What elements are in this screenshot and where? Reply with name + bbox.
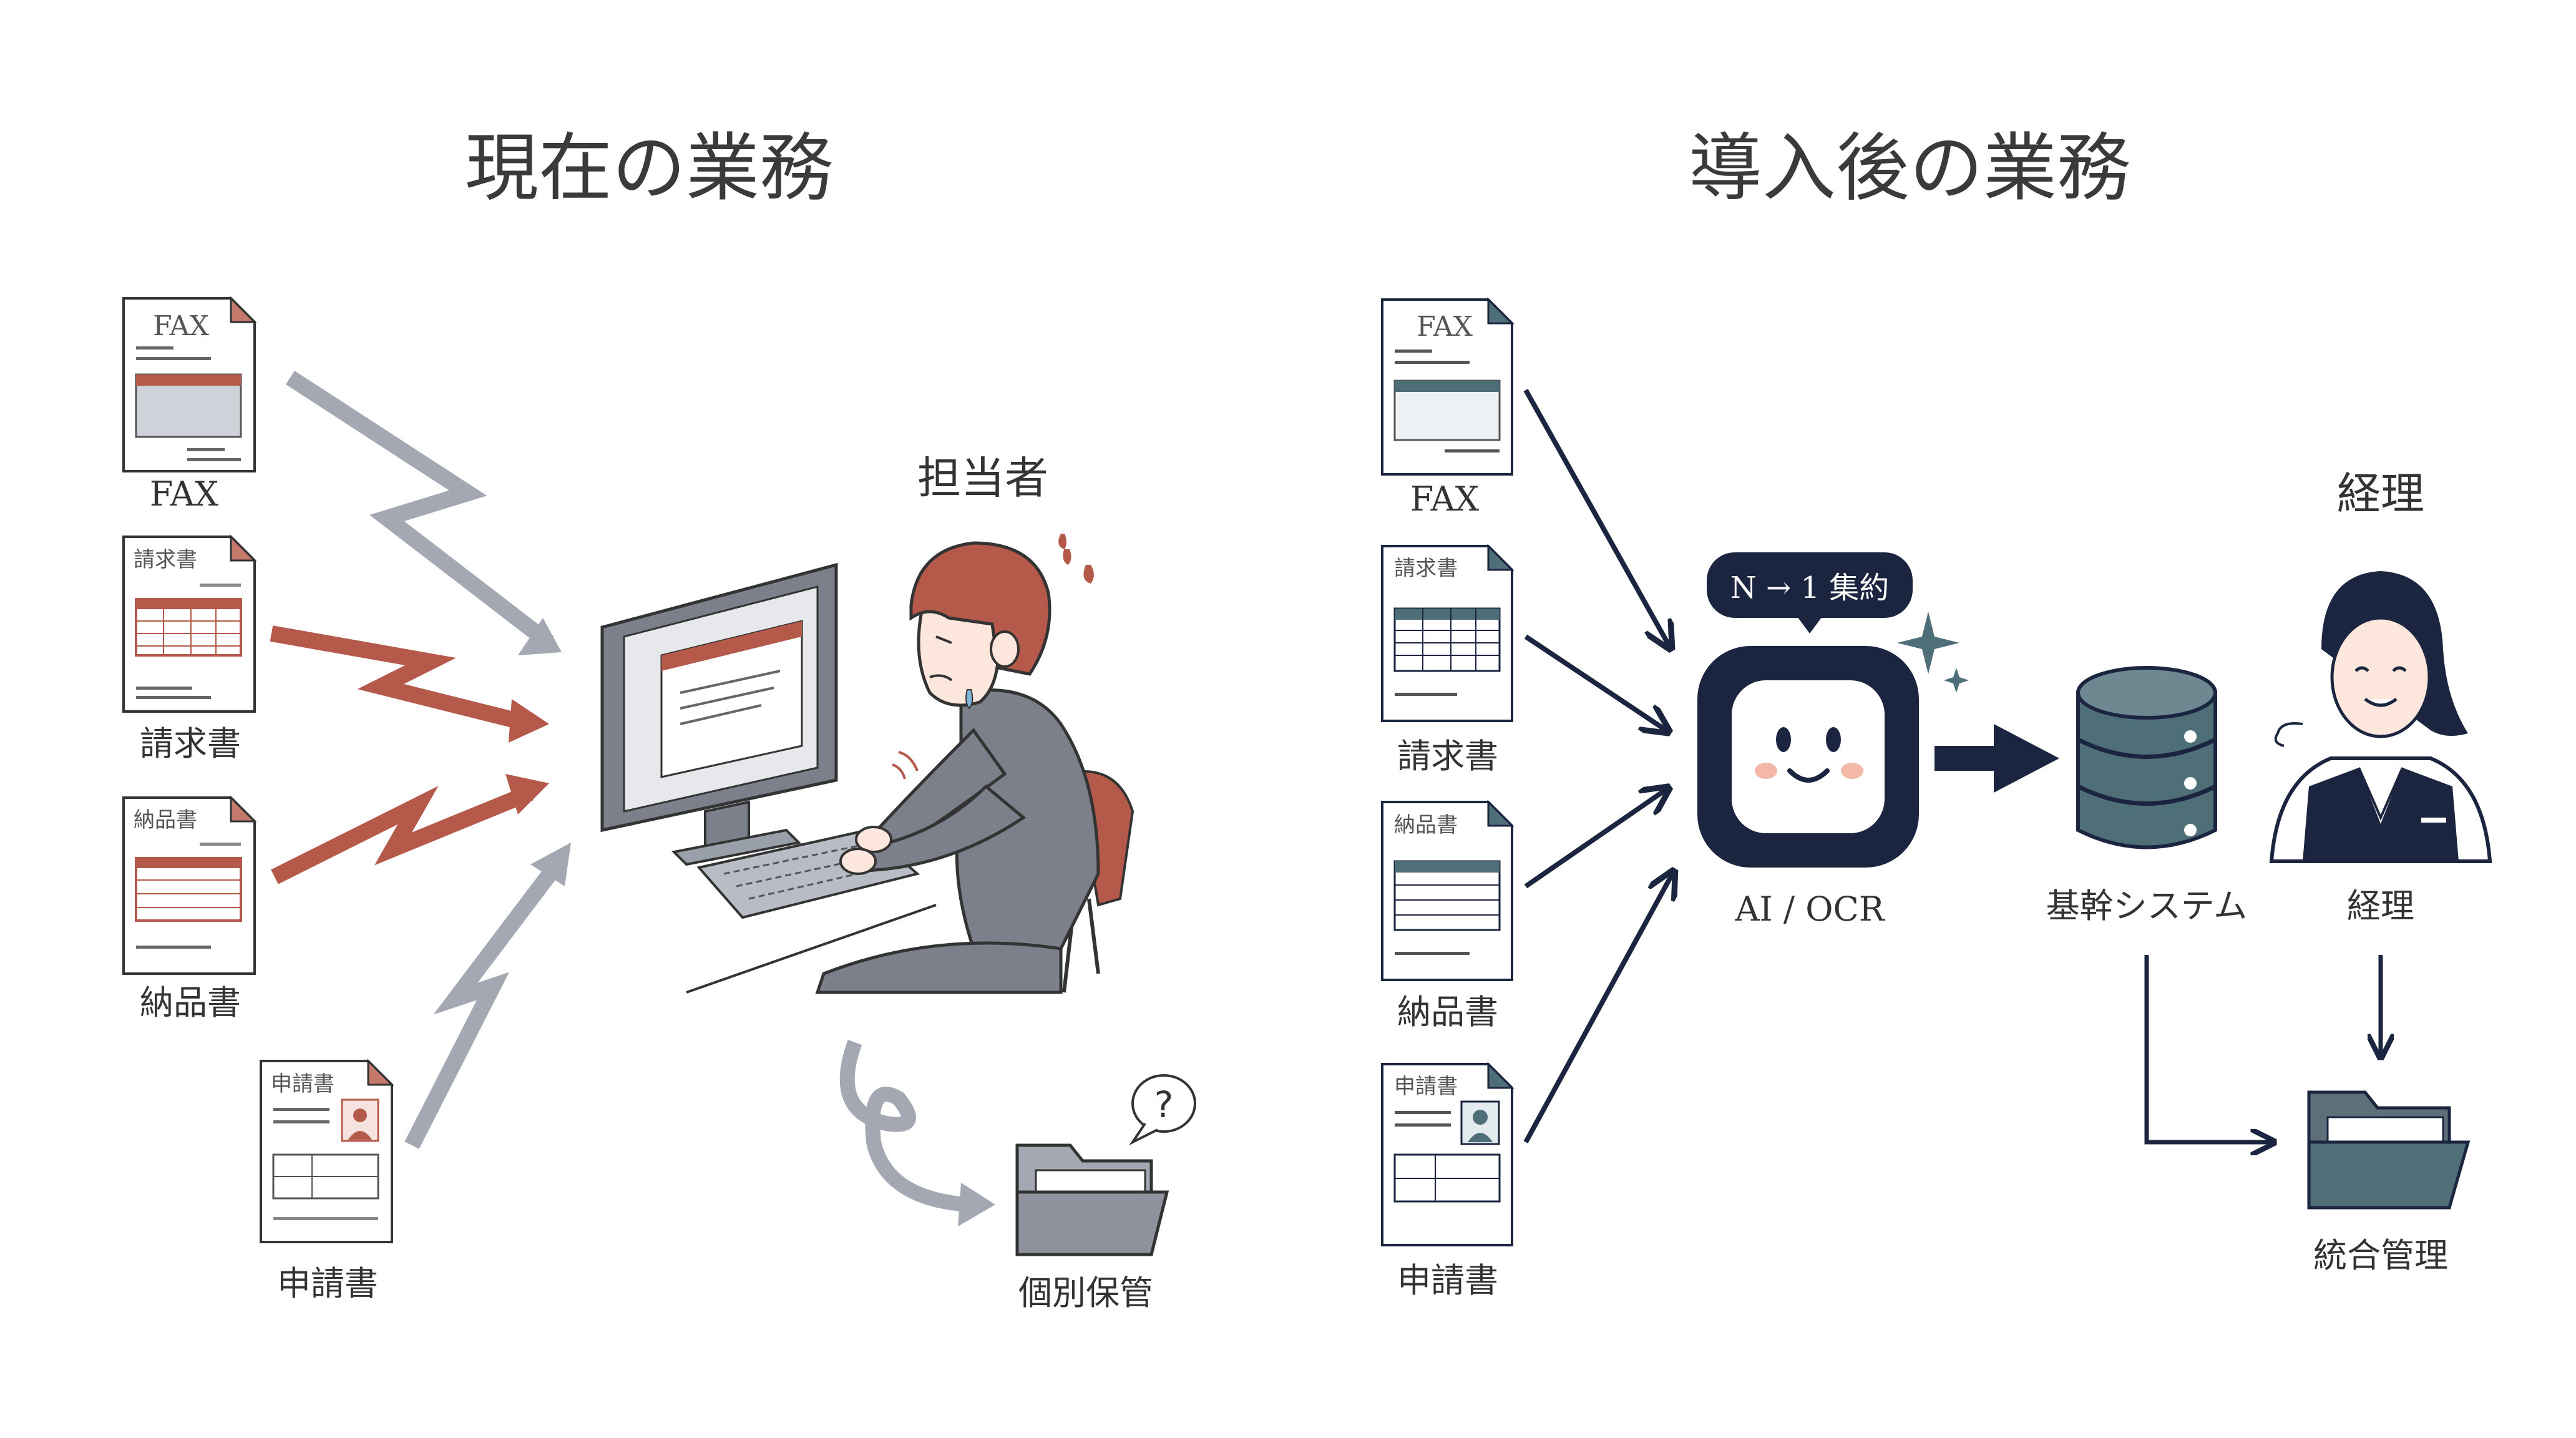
current-invoice-doc: 請求書	[122, 534, 257, 713]
future-delivery-doc: 納品書	[1381, 800, 1515, 981]
accounting-label: 経理	[2347, 886, 2414, 926]
computer-monitor	[600, 562, 838, 866]
current-title: 現在の業務	[465, 125, 833, 211]
svg-text:納品書: 納品書	[1394, 813, 1458, 838]
future-invoice-doc: 請求書	[1381, 544, 1515, 722]
svg-text:N → 1 集約: N → 1 集約	[1730, 570, 1890, 605]
current-fax-doc: FAX	[122, 296, 257, 472]
core-system-database-icon	[2076, 666, 2217, 849]
sparkle-icon	[1897, 612, 1959, 674]
sparkle-small-icon	[1944, 668, 1969, 693]
future-invoice-caption: 請求書	[1397, 736, 1498, 776]
to-storage-arrows	[2144, 955, 2381, 1142]
chaotic-arrows	[270, 371, 571, 1149]
svg-text:請求書: 請求書	[134, 547, 197, 572]
svg-text:申請書: 申請書	[1394, 1074, 1458, 1099]
ai-ocr-label: AI / OCR	[1734, 889, 1885, 929]
svg-text:請求書: 請求書	[1394, 556, 1458, 581]
integrated-management-folder	[2307, 1090, 2471, 1210]
consolidation-bubble: N → 1 集約	[1707, 552, 1913, 633]
svg-text:FAX: FAX	[153, 310, 209, 342]
future-application-caption: 申請書	[1397, 1261, 1498, 1300]
current-application-doc: 申請書	[260, 1059, 394, 1243]
future-application-doc: 申請書	[1381, 1062, 1515, 1246]
svg-text:申請書: 申請書	[271, 1072, 334, 1097]
separate-storage-label: 個別保管	[1018, 1273, 1153, 1313]
separate-storage-folder	[1015, 1143, 1169, 1256]
current-delivery-caption: 納品書	[140, 983, 241, 1022]
worker-figure	[815, 534, 1134, 994]
future-delivery-caption: 納品書	[1397, 992, 1498, 1032]
swirl-arrow-head	[958, 1183, 995, 1226]
current-fax-caption: FAX	[150, 474, 219, 514]
converging-arrows	[1523, 389, 1672, 1143]
core-system-label: 基幹システム	[2046, 886, 2247, 926]
accounting-title: 経理	[2337, 468, 2424, 519]
current-delivery-doc: 納品書	[122, 795, 257, 975]
current-invoice-caption: 請求書	[140, 724, 241, 763]
future-fax-doc: FAX	[1381, 297, 1515, 476]
current-application-caption: 申請書	[277, 1264, 378, 1303]
svg-text:納品書: 納品書	[134, 808, 197, 833]
svg-text:?: ?	[1154, 1083, 1174, 1126]
future-title: 導入後の業務	[1689, 125, 2130, 211]
svg-text:FAX: FAX	[1417, 311, 1473, 343]
ai-to-system-arrow	[1934, 724, 2059, 793]
desk-edge	[686, 904, 937, 994]
ai-ocr-robot-icon	[1697, 646, 1919, 868]
worker-label: 担当者	[917, 452, 1048, 504]
question-bubble: ?	[1129, 1074, 1196, 1146]
integrated-management-label: 統合管理	[2313, 1236, 2448, 1275]
swirl-arrow	[839, 1039, 968, 1212]
accounting-staff-figure	[2269, 571, 2492, 863]
future-fax-caption: FAX	[1410, 479, 1480, 519]
